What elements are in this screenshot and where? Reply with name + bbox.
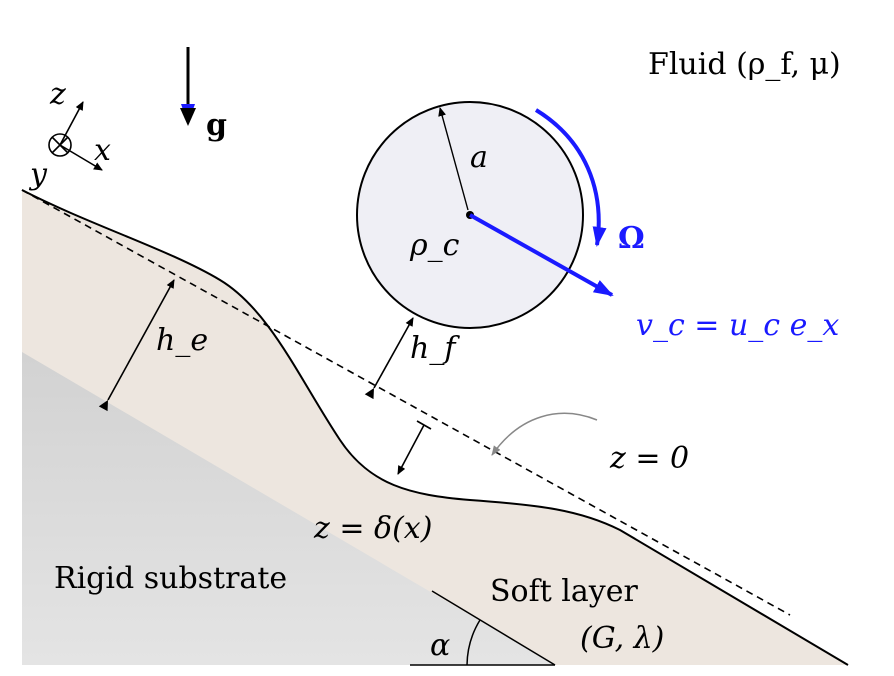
delta-arrow	[397, 424, 425, 475]
reference-line-z0	[21, 189, 791, 616]
deformed-surface	[21, 189, 849, 666]
rotation-label: Ω	[618, 221, 645, 256]
z0-label: z = 0	[609, 441, 689, 476]
z0-pointer-arrow	[491, 412, 598, 456]
angle-arc	[466, 619, 481, 666]
sphere-density-label: ρ_c	[409, 228, 460, 263]
angle-slope	[431, 590, 556, 666]
rigid-substrate	[22, 352, 555, 665]
hf-label: h_f	[410, 331, 460, 366]
he-arrow	[98, 279, 175, 412]
delta-tick	[416, 420, 432, 430]
axis-z-arrow	[59, 101, 84, 146]
angle-label: α	[430, 628, 450, 663]
radius-label: a	[470, 140, 488, 175]
gravity-arrowhead-icon	[180, 108, 196, 126]
axis-x-label: x	[94, 133, 111, 168]
rotation-arrow	[534, 108, 607, 247]
rigid-substrate-label: Rigid substrate	[54, 561, 287, 596]
axis-x-arrow	[59, 144, 103, 171]
fluid-label: Fluid (ρ_f, μ)	[648, 47, 841, 82]
axis-z-label: z	[49, 77, 66, 112]
radius-arrow	[438, 107, 469, 211]
velocity-label: v_c = u_c e_x	[636, 308, 839, 343]
hf-arrow	[364, 317, 414, 400]
he-label: h_e	[156, 323, 208, 358]
velocity-arrow	[469, 213, 614, 297]
axis-y-label: y	[28, 157, 48, 192]
gravity-label: g	[206, 108, 227, 143]
axis-y-into-icon	[48, 133, 72, 157]
surface-label: z = δ(x)	[313, 511, 432, 546]
soft-layer-params: (G, λ)	[580, 621, 664, 656]
soft-layer-label: Soft layer	[490, 574, 638, 609]
